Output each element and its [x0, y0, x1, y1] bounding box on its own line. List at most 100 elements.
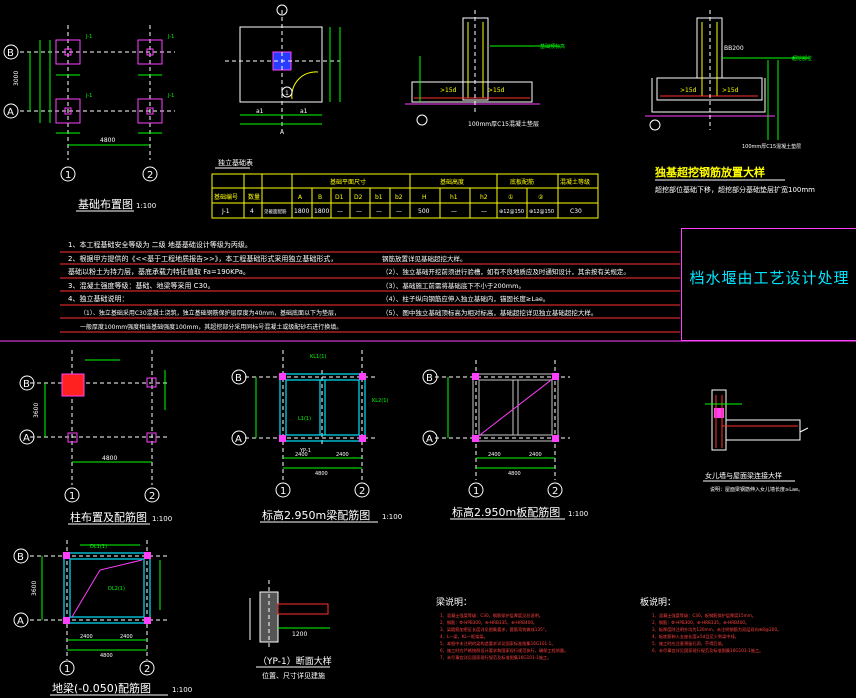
parapet-title: 女儿墙与屋面梁连接大样: [705, 471, 782, 480]
beam-plan: KL1(1) KL2(1) L1(1) YP-1 2400 2400 4800 …: [231, 350, 402, 523]
note-line: （4）、柱子纵向钢筋应伸入独立基础内，锚固长度≥Lae。: [382, 294, 549, 303]
section-label: >15d: [722, 87, 739, 94]
detail-label: a1: [256, 108, 264, 115]
footing-detail: a1 a1 A 1: [225, 4, 341, 136]
footing-pad: [55, 39, 81, 65]
table-subheader: h2: [480, 194, 488, 201]
yp-section: 1200 （YP-1）断面大样 位置、尺寸详见建施: [249, 580, 332, 680]
beam-note-line: 6、施工时应严格按照设计要求和国家现行规范执行，确保工程质量。: [440, 647, 568, 654]
axis-bubble-2: 2: [359, 486, 365, 497]
table-header: 底板配筋: [510, 178, 534, 186]
table-subheader: A: [298, 194, 303, 201]
table-header: 基础编号: [214, 193, 238, 201]
slab-dim: 2400: [529, 452, 542, 458]
axis-bubble-b: B: [7, 48, 14, 59]
ground-beam-tag: DL2(1): [108, 586, 125, 592]
footing-section-a: >15d >15d 100mm厚C15混凝土垫层 基础顶标高: [405, 10, 565, 128]
beam-note-line: 1、混凝土强度等级：C30，钢筋保护层厚度见总说明。: [440, 612, 543, 619]
axis-bubble-1: 1: [65, 170, 71, 181]
axis-bubble-a: A: [23, 433, 30, 444]
pad-label: J-1: [85, 34, 92, 40]
table-cell: —: [356, 208, 362, 215]
axis-bubble-2: 2: [149, 491, 155, 502]
table-title: 独立基础表: [218, 158, 253, 167]
section-label: >15d: [488, 87, 505, 94]
table-cell: 4: [250, 208, 254, 215]
table-cell: ⊕12@150: [499, 209, 524, 215]
slab-note-line: 2、钢筋：Φ-HPB300，⊕-HRB335，⊕-HRB400。: [652, 619, 749, 626]
table-cell: C30: [570, 208, 582, 215]
ground-beam-dim: 2400: [120, 634, 133, 640]
note-line: （2）、独立基础开挖前须进行验槽，如有不良地质应及时通知设计，其余按有关规定。: [382, 267, 630, 276]
axis-bubble-a: A: [235, 434, 242, 445]
beam-tag: KL1(1): [310, 354, 326, 360]
foundation-dim-total: 4800: [100, 137, 115, 144]
slab-dim-total: 4800: [508, 471, 521, 477]
note-line: 2、根据甲方提供的《<<基于工程地质报告>>》，本工程基础形式采用独立基础形式，: [68, 254, 337, 263]
detail-label: a1: [300, 108, 308, 115]
foundation-plan-scale: 1:100: [136, 202, 156, 210]
note-line: 3、混凝土强度等级：基础、地梁等采用 C30。: [68, 281, 214, 290]
axis-bubble-b: B: [426, 373, 433, 384]
section-label: >15d: [680, 87, 697, 94]
beam-dim: 2400: [336, 452, 349, 458]
beam-dim: 2400: [295, 452, 308, 458]
beam-dim-total: 4800: [315, 471, 328, 477]
yp-dim: 1200: [292, 631, 307, 638]
beam-notes: 梁说明： 1、混凝土强度等级：C30，钢筋保护层厚度见总说明。 2、钢筋：Φ-H…: [436, 596, 568, 661]
slab-plan: 2400 2400 4800 B A 1 2 标高2.950m板配筋图 1:10…: [422, 360, 588, 520]
column-plan: 4800 3600 B A 1 2 柱布置及配筋图 1:100: [19, 350, 172, 525]
table-subheader: H: [422, 194, 427, 201]
slab-notes-title: 板说明：: [640, 596, 676, 608]
table-cell: —: [396, 208, 402, 215]
axis-bubble-1: 1: [473, 486, 479, 497]
note-line: 钢筋放置详见基础超挖大样。: [382, 254, 467, 263]
table-cell: ⊕12@150: [529, 209, 554, 215]
table-cell: 见截面配筋: [264, 208, 287, 215]
slab-note-line: 4、板底筋伸入支座长度≥5d且至少到梁中线。: [652, 633, 739, 640]
foundation-dim-side: 3000: [13, 71, 20, 86]
table-cell: 1800: [294, 208, 309, 215]
parapet-note: 说明：屋面梁钢筋伸入女儿墙长度≥Lae。: [710, 486, 803, 493]
detail-label: A: [280, 129, 285, 136]
axis-bubble-a: A: [426, 434, 433, 445]
slab-note-line: 5、施工时应注意预留孔洞，不得后凿。: [652, 640, 726, 647]
section-b-note: 超挖部位基础下移，超挖部分基础垫层扩宽100mm: [655, 185, 815, 194]
section-label: 100mm厚C15混凝土垫层: [468, 120, 539, 128]
ground-beam-plan: DL1(1) DL2(1) 2400 2400 4800 3600 B A 1 …: [13, 540, 192, 696]
footing-pad: [137, 39, 163, 65]
title-stamp: 档水堰由工艺设计处理: [681, 228, 856, 341]
axis-bubble-b: B: [17, 552, 24, 563]
axis-bubble-b: B: [235, 373, 242, 384]
note-line: （3）、基础施工前需将基础底下不小于200mm。: [382, 281, 525, 290]
general-notes: 1、本工程基础安全等级为 二级 地基基础设计等级为丙级。 2、根据甲方提供的《<…: [60, 240, 680, 333]
ground-beam-dim-total: 4800: [100, 653, 113, 659]
stamp-title: 档水堰由工艺设计处理: [689, 269, 850, 287]
parapet-detail: 女儿墙与屋面梁连接大样 说明：屋面梁钢筋伸入女儿墙长度≥Lae。: [703, 389, 809, 493]
note-line: （5）、图中独立基础顶标高为相对标高，基础超挖详见独立基础超挖大样。: [382, 308, 597, 317]
pad-label: J-1: [85, 93, 92, 99]
table-header: 基础高度: [440, 178, 464, 186]
column-dim-total: 4800: [102, 455, 117, 462]
beam-tag: YP-1: [299, 448, 311, 454]
beam-tag: KL2(1): [372, 398, 388, 404]
slab-note-line: 3、板厚度除注明外均为120mm，未注明钢筋为双层双向⊕8@200。: [652, 626, 781, 633]
foundation-plan-title: 基础布置图: [78, 198, 133, 211]
table-header: 基础平面尺寸: [330, 178, 366, 186]
section-label: >15d: [440, 87, 457, 94]
table-subheader: D1: [335, 194, 344, 201]
table-subheader: h1: [450, 194, 458, 201]
axis-bubble-1: 1: [69, 491, 75, 502]
table-header: 混凝土等级: [560, 178, 590, 186]
note-line: 4、独立基础说明：: [68, 294, 128, 303]
table-cell: —: [451, 208, 457, 215]
detail-label: 1: [285, 90, 289, 97]
table-cell: —: [376, 208, 382, 215]
axis-bubble-1: 1: [64, 664, 70, 675]
beam-tag: L1(1): [298, 416, 311, 422]
table-cell: J-1: [221, 208, 230, 215]
ground-beam-dim-side: 3600: [31, 581, 38, 596]
ground-beam-tag: DL1(1): [90, 544, 107, 550]
column-plan-scale: 1:100: [152, 515, 172, 523]
